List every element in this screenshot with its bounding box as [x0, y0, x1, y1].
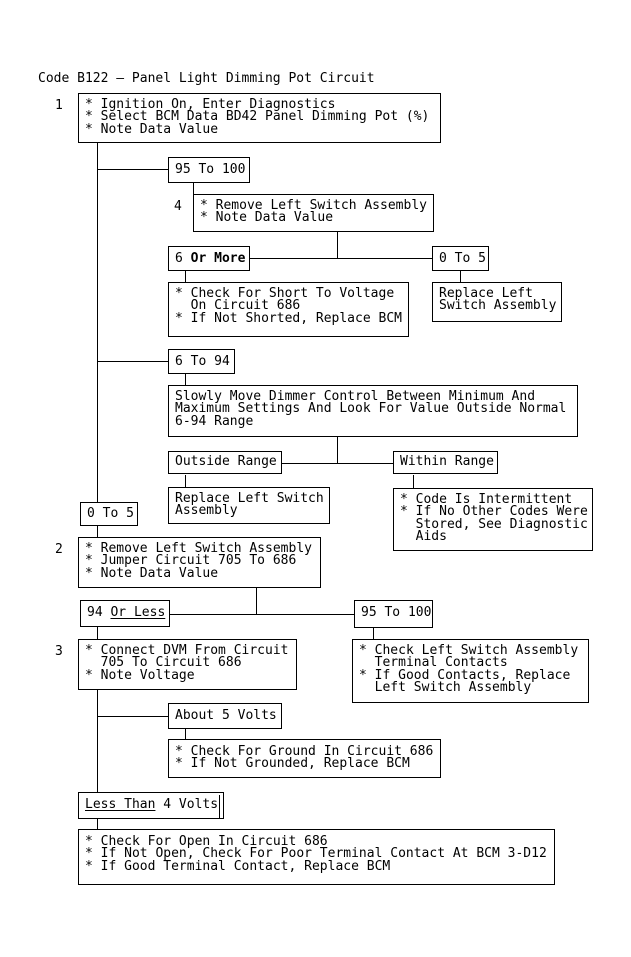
decision-94-or-less: 94 Or Less: [80, 600, 170, 627]
box-code-intermittent: * Code Is Intermittent * If No Other Cod…: [393, 488, 593, 551]
box-step2-instructions: * Remove Left Switch Assembly * Jumper C…: [78, 537, 321, 588]
decision-about-5-volts: About 5 Volts: [168, 703, 282, 729]
decision-95-to-100-top: 95 To 100: [168, 157, 250, 183]
connector-line: [97, 690, 98, 792]
connector-line: [185, 271, 186, 282]
decision-0-to-5-right: 0 To 5: [432, 246, 489, 271]
decision-less-than-4-volts: Less Than 4 Volts: [78, 792, 224, 819]
decision-less-than-4-volts-suffix: 4 Volts: [155, 797, 219, 812]
box-replace-left-switch-assembly-1: Replace Left Switch Assembly: [432, 282, 562, 322]
box-step1-instructions: * Ignition On, Enter Diagnostics * Selec…: [78, 93, 441, 143]
decision-0-to-5-left: 0 To 5: [80, 502, 138, 526]
decision-6-to-94: 6 To 94: [168, 349, 235, 374]
box-check-open-circuit: * Check For Open In Circuit 686 * If Not…: [78, 829, 555, 885]
step-number-1: 1: [55, 98, 63, 113]
box-check-left-switch-terminals: * Check Left Switch Assembly Terminal Co…: [352, 639, 589, 703]
connector-line: [170, 614, 354, 615]
decision-94-or-less-emphasis: Or Less: [110, 605, 166, 620]
box-dimmer-sweep-instruction: Slowly Move Dimmer Control Between Minim…: [168, 385, 578, 437]
connector-line: [256, 588, 257, 615]
decision-6-or-more-prefix: 6: [175, 251, 191, 266]
box-step3-instructions: * Connect DVM From Circuit 705 To Circui…: [78, 639, 297, 690]
connector-line: [337, 232, 338, 259]
decision-95-to-100-bottom: 95 To 100: [354, 600, 433, 628]
box-border-artifact-line: [219, 795, 220, 819]
connector-line: [249, 258, 432, 259]
step-number-4: 4: [174, 199, 182, 214]
connector-line: [97, 716, 168, 717]
connector-line: [281, 463, 393, 464]
connector-line: [97, 143, 98, 503]
decision-less-than-4-volts-emphasis: Less Than: [85, 797, 156, 812]
connector-line: [185, 475, 186, 487]
decision-6-or-more-emphasis: Or More: [190, 251, 246, 266]
connector-line: [185, 729, 186, 739]
decision-outside-range: Outside Range: [168, 451, 282, 474]
connector-line: [97, 526, 98, 537]
connector-line: [97, 169, 168, 170]
connector-line: [97, 361, 168, 362]
connector-line: [97, 818, 98, 829]
box-replace-left-switch-assembly-2: Replace Left Switch Assembly: [168, 487, 330, 524]
connector-line: [460, 271, 461, 282]
decision-6-or-more: 6 Or More: [168, 246, 250, 271]
diagram-title: Code B122 – Panel Light Dimming Pot Circ…: [38, 71, 375, 86]
connector-line: [337, 437, 338, 464]
connector-line: [185, 374, 186, 385]
connector-line: [193, 182, 194, 194]
decision-within-range: Within Range: [393, 451, 498, 474]
connector-line: [373, 628, 374, 639]
decision-94-or-less-prefix: 94: [87, 605, 111, 620]
box-check-ground: * Check For Ground In Circuit 686 * If N…: [168, 739, 441, 778]
step-number-2: 2: [55, 542, 63, 557]
step-number-3: 3: [55, 644, 63, 659]
box-step4-instructions: * Remove Left Switch Assembly * Note Dat…: [193, 194, 434, 232]
box-check-short-to-voltage: * Check For Short To Voltage On Circuit …: [168, 282, 409, 337]
connector-line: [97, 627, 98, 639]
connector-line: [413, 475, 414, 488]
